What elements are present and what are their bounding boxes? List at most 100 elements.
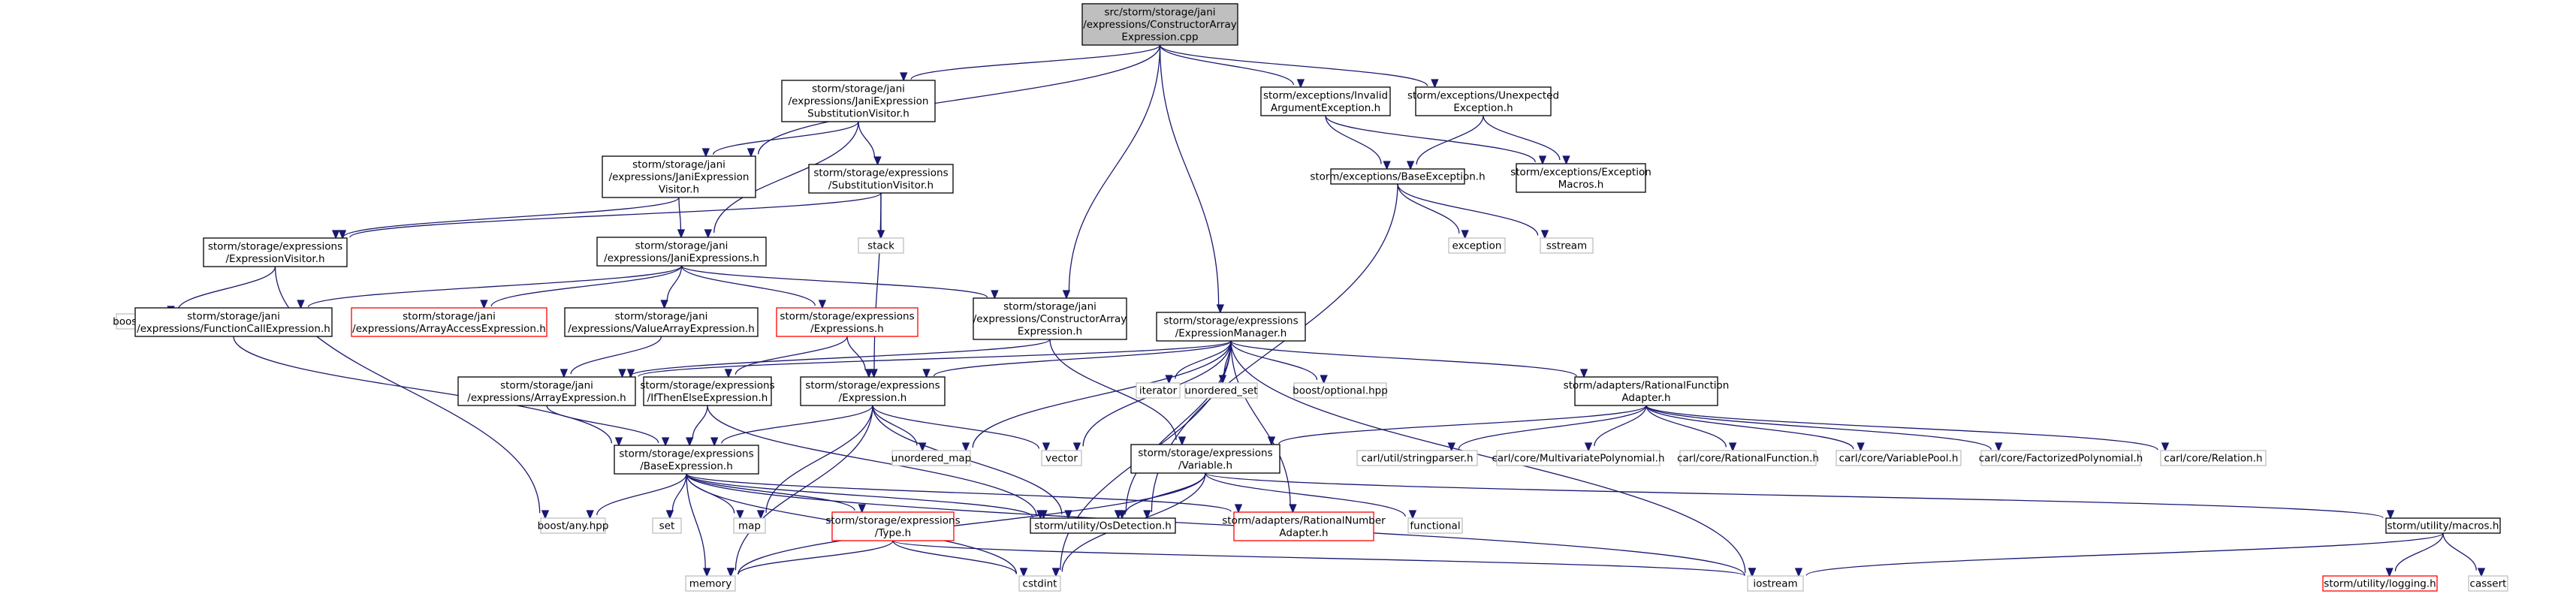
node-cassert: cassert (2468, 575, 2508, 592)
node-box (564, 307, 759, 337)
node-storm-storage-jani-expressions-arrayaccessexpression-h[interactable]: storm/storage/jani/expressions/ArrayAcce… (351, 307, 547, 337)
node-storm-storage-expressions-baseexpression-h[interactable]: storm/storage/expressions/BaseExpression… (614, 445, 759, 475)
edge-arrowhead (961, 442, 970, 452)
node-carl-core-relation-h: carl/core/Relation.h (2160, 450, 2267, 466)
node-label: exception (1452, 240, 1502, 252)
node-label: storm/adapters/RationalNumber (1222, 514, 1386, 526)
edge-n44-to-n48 (2385, 532, 2444, 577)
edge-line (596, 473, 687, 515)
edge-arrowhead (1748, 568, 1757, 577)
node-box (733, 517, 766, 534)
edge-arrowhead (560, 369, 569, 378)
edge-n30-to-n42 (686, 473, 1243, 514)
node-storm-storage-jani-expressions-constructorarrayexpression-h[interactable]: storm/storage/jani/expressions/Construct… (973, 297, 1127, 340)
edge-line (712, 121, 859, 155)
node-box (1540, 237, 1594, 254)
node-label: /Expressions.h (810, 323, 884, 335)
edge-line (1397, 183, 1539, 236)
node-storm-exceptions-baseexception-h[interactable]: storm/exceptions/BaseException.h (1310, 168, 1486, 185)
node-storm-utility-logging-h[interactable]: storm/utility/logging.h (2322, 575, 2438, 592)
edge-arrowhead (1267, 436, 1276, 446)
edge-n40-to-n45 (726, 540, 894, 577)
edge-n20-to-n30 (546, 405, 670, 447)
edge-arrowhead (1296, 79, 1305, 89)
edge-arrowhead (1794, 568, 1803, 577)
edge-arrowhead (661, 437, 670, 447)
edge-n7-to-n22 (870, 192, 882, 378)
edge-line (1068, 44, 1161, 291)
edge-arrowhead (331, 230, 340, 240)
edge-n22-to-n30 (710, 405, 873, 447)
edge-arrowhead (747, 148, 756, 158)
edge-arrowhead (1178, 436, 1187, 446)
edge-n11-to-n18 (660, 265, 683, 309)
edge-arrowhead (2385, 568, 2394, 577)
edge-n0-to-n3 (1062, 44, 1161, 300)
node-label: src/storm/storage/jani (1104, 7, 1215, 19)
edge-n30-to-n40 (686, 473, 866, 514)
node-map: map (733, 517, 766, 534)
node-storm-storage-jani-expressions-functioncallexpression-h[interactable]: storm/storage/jani/expressions/FunctionC… (134, 307, 333, 337)
node-storm-storage-jani-expressions-janiexpressions-h[interactable]: storm/storage/jani/expressions/JaniExpre… (596, 237, 767, 267)
node-storm-storage-expressions-variable-h[interactable]: storm/storage/expressions/Variable.h (1130, 444, 1280, 474)
edge-n4-to-n26 (1230, 340, 1588, 378)
node-src-storm-storage-jani-expressions-constructorarrayexpression-cpp[interactable]: src/storm/storage/jani/expressions/Const… (1081, 3, 1238, 46)
edge-n22-to-n39 (756, 405, 873, 520)
node-storm-storage-jani-expressions-janiexpressionvisitor-h[interactable]: storm/storage/jani/expressions/JaniExpre… (602, 155, 756, 198)
edge-n10-to-n15 (167, 266, 276, 315)
node-storm-storage-jani-expressions-valuearrayexpression-h[interactable]: storm/storage/jani/expressions/ValueArra… (564, 307, 759, 337)
edge-n29-to-n43 (1205, 472, 1417, 520)
edge-arrowhead (726, 568, 735, 577)
node-box (1496, 450, 1661, 466)
edge-line (692, 405, 708, 439)
edge-line (1645, 405, 1992, 451)
node-label: /Variable.h (1178, 460, 1232, 472)
node-box (203, 237, 348, 267)
node-storm-storage-expressions-expression-h[interactable]: storm/storage/expressions/Expression.h (800, 376, 946, 406)
edge-n0-to-n2 (900, 44, 1161, 82)
node-label: sstream (1546, 240, 1587, 252)
node-storm-storage-jani-expressions-janiexpressionsubstitutionvisitor-h[interactable]: storm/storage/jani/expressions/JaniExpre… (781, 80, 936, 122)
edge-arrowhead (1538, 155, 1547, 165)
node-box (2468, 575, 2508, 592)
edge-arrowhead (704, 229, 713, 239)
edge-arrowhead (541, 510, 550, 520)
node-label: storm/storage/jani (812, 83, 905, 95)
node-box (1407, 517, 1463, 534)
node-label: carl/util/stringparser.h (1361, 453, 1473, 465)
edge-n11-to-n16 (297, 265, 683, 309)
edge-arrowhead (1447, 442, 1455, 452)
edge-n16-to-n30 (233, 336, 623, 447)
node-label: /expressions/JaniExpressions.h (604, 252, 759, 264)
node-storm-utility-osdetection-h[interactable]: storm/utility/OsDetection.h (1030, 517, 1176, 534)
edge-arrowhead (1383, 161, 1391, 170)
node-storm-storage-expressions-expressions-h[interactable]: storm/storage/expressions/Expressions.h (776, 307, 918, 337)
node-storm-storage-expressions-substitutionvisitor-h[interactable]: storm/storage/expressions/SubstitutionVi… (808, 164, 954, 194)
node-storm-exceptions-invalidargumentexception-h[interactable]: storm/exceptions/InvalidArgumentExceptio… (1260, 86, 1391, 116)
node-label: Expression.h (1018, 326, 1082, 338)
edge-n6-to-n9 (1483, 115, 1570, 165)
node-storm-storage-expressions-expressionmanager-h[interactable]: storm/storage/expressions/ExpressionMana… (1156, 312, 1306, 342)
node-storm-storage-expressions-ifthenelseexpression-h[interactable]: storm/storage/expressions/IfThenElseExpr… (640, 376, 775, 406)
node-storm-storage-jani-expressions-arrayexpression-h[interactable]: storm/storage/jani/expressions/ArrayExpr… (457, 376, 636, 406)
node-label: /expressions/ArrayExpression.h (467, 392, 626, 404)
node-label: storm/storage/jani (403, 310, 496, 322)
node-storm-storage-expressions-expressionvisitor-h[interactable]: storm/storage/expressions/ExpressionVisi… (203, 237, 348, 267)
node-box (1356, 450, 1478, 466)
edge-line (666, 265, 683, 301)
node-cstdint: cstdint (1018, 575, 1061, 592)
node-box (1130, 444, 1280, 474)
node-storm-utility-macros-h[interactable]: storm/utility/macros.h (2385, 517, 2501, 534)
node-box (1516, 163, 1646, 193)
node-label: storm/storage/jani (187, 310, 280, 322)
edge-line (686, 473, 706, 569)
edge-n4-to-n27 (961, 340, 1232, 452)
edge-arrowhead (677, 229, 686, 239)
node-label: storm/storage/expressions (208, 240, 342, 252)
node-storm-storage-expressions-type-h[interactable]: storm/storage/expressions/Type.h (825, 511, 961, 541)
edge-line (1205, 472, 2384, 519)
